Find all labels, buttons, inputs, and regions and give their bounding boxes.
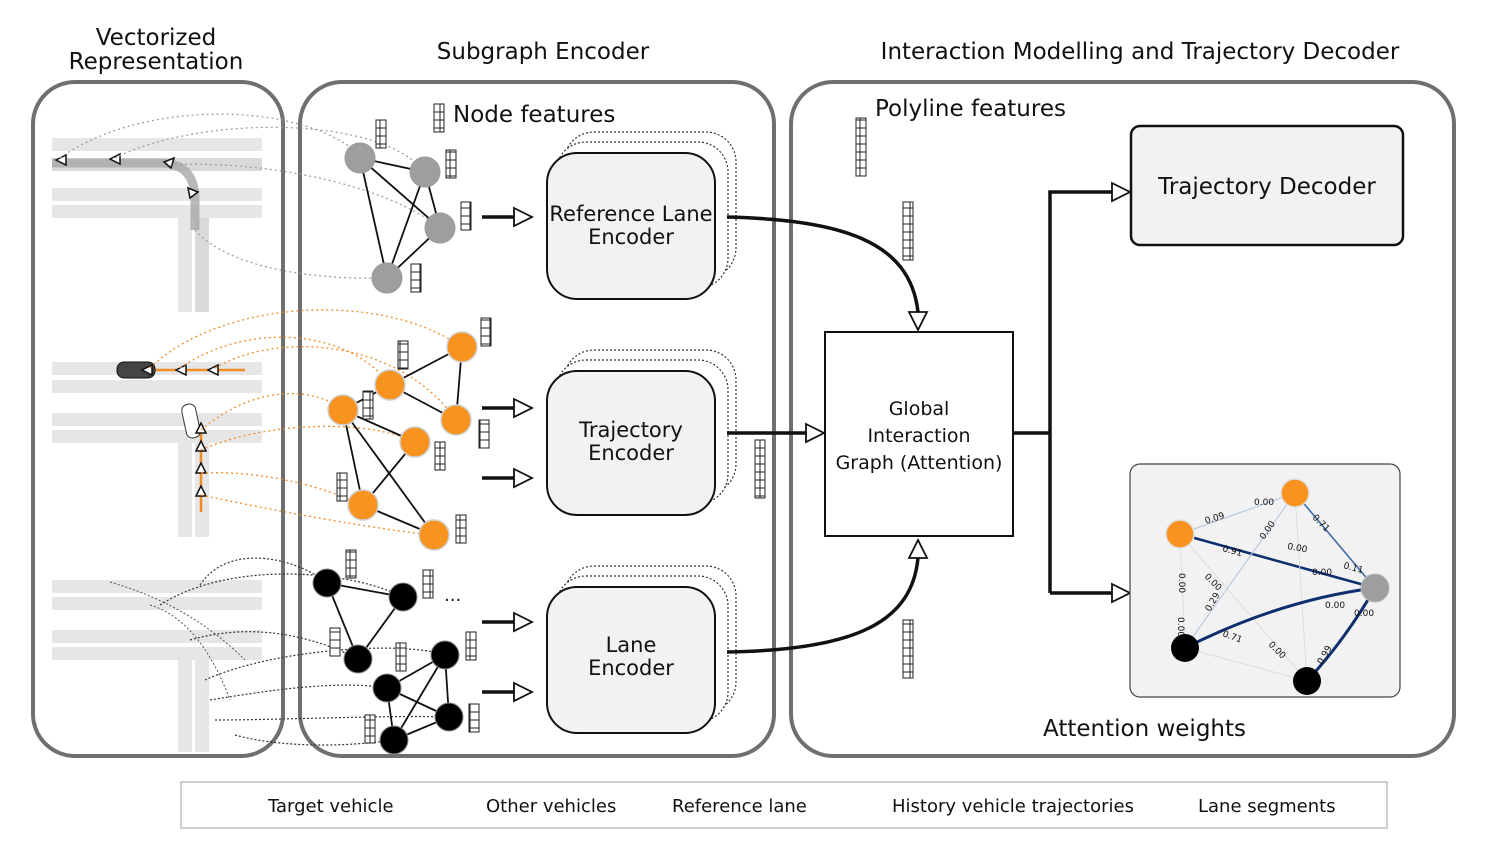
lane-encoder-stack	[546, 565, 737, 734]
interaction-title: Interaction Modelling and Trajectory Dec…	[880, 39, 1400, 65]
reference-encoder-stack	[546, 131, 737, 300]
trajectory-nodes	[327, 331, 478, 551]
trajectory-decoder-box	[1129, 124, 1405, 247]
vectorized-title-line2: Representation	[68, 49, 244, 75]
interaction-panel	[789, 80, 1456, 758]
node-feature-vectors	[329, 103, 492, 744]
legend-reference-lane: Reference lane	[672, 796, 807, 817]
node-features-label: Node features	[433, 102, 615, 128]
trajectory-encoder-stack	[546, 349, 737, 516]
attention-label: 0.00	[1176, 573, 1186, 593]
trajectory-encoder-line2: Encoder	[588, 441, 674, 465]
attention-label: 0.00	[1175, 617, 1185, 637]
legend-target-vehicle: Target vehicle	[268, 796, 394, 817]
reference-links	[59, 113, 441, 279]
legend: Target vehicle Other vehicles Reference …	[180, 781, 1388, 829]
vectorized-title: Vectorized Representation	[58, 26, 254, 74]
node-features-text: Node features	[453, 102, 616, 128]
attention-weights-label: Attention weights	[1043, 716, 1246, 742]
global-graph-line2: Interaction	[867, 425, 971, 447]
legend-lane-segments: Lane segments	[1198, 796, 1336, 817]
polyline-features-label: Polyline features	[875, 96, 1066, 122]
trajectory-encoder-line1: Trajectory	[579, 418, 683, 442]
lane-encoder-line2: Encoder	[588, 656, 674, 680]
attention-nodes	[1165, 478, 1390, 695]
road-map-trajectories	[52, 361, 262, 537]
reference-encoder-line1: Reference Lane	[549, 202, 713, 226]
lane-nodes	[312, 568, 464, 755]
attention-label: 0.00	[1254, 498, 1274, 508]
lane-encoder-line1: Lane	[605, 633, 657, 657]
subgraph-encoder-title: Subgraph Encoder	[436, 39, 650, 65]
attention-panel	[1129, 463, 1401, 698]
reference-encoder-line2: Encoder	[588, 225, 674, 249]
attention-label: 0.00	[1325, 601, 1345, 611]
polyline-feature-vectors	[754, 117, 914, 679]
graph-output-arrows	[1013, 190, 1112, 595]
legend-history-trajectories: History vehicle trajectories	[892, 796, 1134, 817]
trajectory-links	[149, 309, 463, 536]
attention-label: 0.00	[1354, 609, 1374, 619]
attention-label: 0.00	[1286, 542, 1308, 555]
ellipsis-label: ...	[444, 585, 462, 606]
global-graph-line1: Global	[888, 398, 950, 420]
trajectory-encoder: Trajectory Encoder	[547, 419, 715, 465]
reference-nodes	[344, 142, 456, 294]
trajectory-decoder-label: Trajectory Decoder	[1158, 174, 1376, 200]
global-graph-line3: Graph (Attention)	[835, 452, 1003, 474]
subgraph-panel	[298, 80, 776, 758]
attention-label: 0.00	[1312, 568, 1332, 578]
lane-links	[159, 557, 450, 746]
encoder-input-arrows	[482, 206, 535, 703]
encoder-to-graph-arrows	[726, 215, 920, 654]
reference-lane-encoder: Reference Lane Encoder	[547, 203, 715, 249]
road-map-reference	[52, 138, 262, 312]
legend-other-vehicles: Other vehicles	[486, 796, 617, 817]
road-map-lanes	[52, 580, 262, 752]
global-graph-label: Global Interaction Graph (Attention)	[825, 396, 1013, 477]
vectorized-title-line1: Vectorized	[95, 25, 217, 51]
lane-encoder: Lane Encoder	[547, 634, 715, 680]
global-graph-box	[824, 331, 1014, 537]
reference-lane-arrows	[54, 152, 200, 200]
vectorized-panel	[31, 80, 285, 758]
